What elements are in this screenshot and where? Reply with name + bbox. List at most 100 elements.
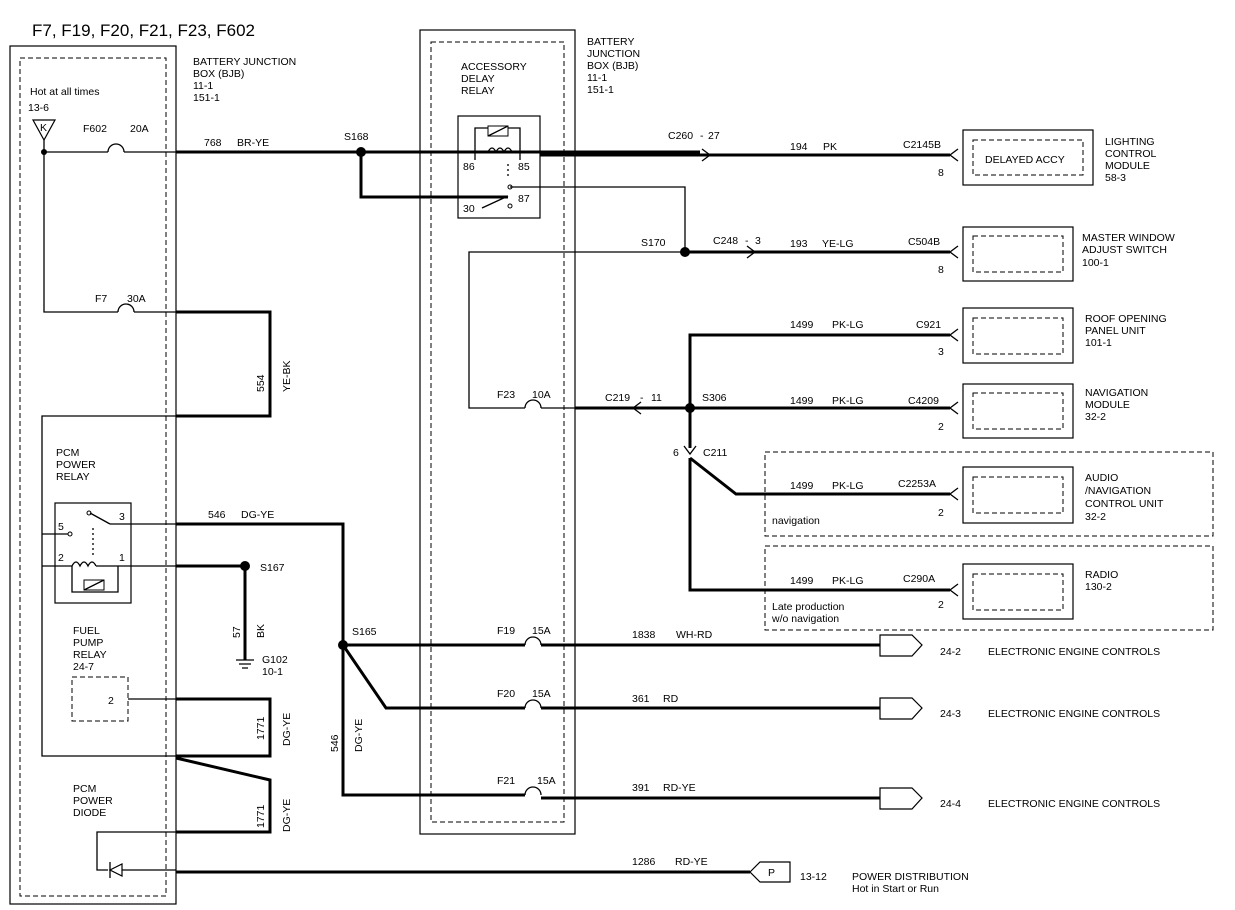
eec3-connector-icon (879, 787, 923, 810)
roof-name1: ROOF OPENING (1085, 313, 1167, 325)
pcm-relay-pin3: 3 (119, 511, 125, 523)
c921-connector-icon (948, 328, 959, 342)
bjb-right-name1: BATTERY (587, 36, 634, 48)
bjb-left-ref2: 151-1 (193, 92, 220, 104)
wire-1499-roof (688, 333, 950, 408)
roof-ref: 101-1 (1085, 337, 1112, 349)
eec1-ref: 24-2 (940, 646, 961, 658)
bjb-left-box (9, 45, 177, 905)
f21-fuse-icon (524, 786, 542, 796)
late-production-option-box (764, 545, 1214, 631)
wire-546 (176, 522, 345, 645)
wire-57-color: BK (255, 624, 267, 638)
f7-fuse-icon (117, 303, 135, 313)
wire-361-circuit: 361 (632, 693, 650, 705)
c248-pin: 3 (755, 235, 761, 247)
f7-amps: 30A (127, 293, 146, 305)
radio-ref: 130-2 (1085, 581, 1112, 593)
acc-relay-pin87: 87 (518, 193, 530, 205)
wire-to-f21 (341, 645, 525, 797)
c290a-label: C290A (903, 573, 935, 585)
wire-to-f20 (341, 644, 525, 710)
s167-splice (240, 561, 250, 571)
eec2-label: ELECTRONIC ENGINE CONTROLS (988, 708, 1160, 720)
wire-554 (176, 310, 272, 418)
wire-768-color: BR-YE (237, 137, 269, 149)
bjb-left-name2: BOX (BJB) (193, 68, 244, 80)
roof-opening-panel-unit (962, 307, 1074, 364)
wire-546b-color: DG-YE (353, 719, 365, 752)
wire-1771a-color: DG-YE (281, 713, 293, 746)
audio-navigation-control-unit (962, 466, 1074, 524)
ground-ref: 10-1 (262, 666, 283, 678)
s170-label: S170 (641, 237, 666, 249)
roof-pin: 3 (938, 346, 944, 358)
pcm-relay-feed (41, 415, 176, 757)
master-window-switch (962, 226, 1074, 282)
wire-194-circuit: 194 (790, 141, 808, 153)
radio-pin: 2 (938, 599, 944, 611)
c504b-connector-icon (948, 245, 959, 259)
f20-fuse-icon (524, 699, 542, 709)
f20-amps: 15A (532, 688, 551, 700)
c248-connector-icon (746, 245, 757, 259)
c248-dash: - (745, 235, 749, 247)
f19-fuse-icon (524, 636, 542, 646)
eec2-ref: 24-3 (940, 708, 961, 720)
lcm-name1: LIGHTING (1105, 136, 1155, 148)
c219-label: C219 (605, 392, 630, 404)
f19-amps: 15A (532, 625, 551, 637)
f20-name: F20 (497, 688, 515, 700)
wire-to-relay-30 (359, 152, 508, 199)
nav-ref: 32-2 (1085, 411, 1106, 423)
c260-dash: - (700, 130, 704, 142)
c260-label: C260 (668, 130, 693, 142)
acc-relay-line3: RELAY (461, 85, 495, 97)
c260-connector-icon (701, 148, 712, 162)
mws-name1: MASTER WINDOW (1082, 232, 1175, 244)
radio-name1: RADIO (1085, 569, 1118, 581)
c248-label: C248 (713, 235, 738, 247)
lcm-name2: CONTROL (1105, 148, 1156, 160)
nav-pin: 2 (938, 421, 944, 433)
fuel-relay-line1: FUEL (73, 625, 100, 637)
audio-ref: 32-2 (1085, 511, 1106, 523)
f602-name: F602 (83, 123, 107, 135)
c921-label: C921 (916, 319, 941, 331)
acc-relay-line2: DELAY (461, 73, 495, 85)
wire-554-circuit: 554 (255, 374, 267, 392)
c290a-connector-icon (948, 583, 959, 597)
c219-pin: 11 (651, 392, 662, 404)
pcm-relay-line2: POWER (56, 459, 96, 471)
wire-1499c-circuit: 1499 (790, 480, 814, 492)
lcm-name3: MODULE (1105, 160, 1150, 172)
c211-connector-icon (683, 445, 697, 456)
f23-amps: 10A (532, 389, 551, 401)
pcm-relay-line3: RELAY (56, 471, 90, 483)
fuel-relay-line2: PUMP (73, 637, 103, 649)
f19-name: F19 (497, 625, 515, 637)
nav-name1: NAVIGATION (1085, 387, 1148, 399)
wire-1286-circuit: 1286 (632, 856, 656, 868)
wire-546a-circuit: 546 (208, 509, 226, 521)
eec1-label: ELECTRONIC ENGINE CONTROLS (988, 646, 1160, 658)
c4209-connector-icon (948, 401, 959, 415)
power-dist-ref: 13-12 (800, 871, 827, 883)
option-late2: w/o navigation (771, 613, 839, 625)
radio-module (962, 563, 1074, 620)
wire-1499b-circuit: 1499 (790, 395, 814, 407)
audio-name1: AUDIO (1085, 472, 1118, 484)
eec2-connector-icon (879, 697, 923, 720)
lcm-ref: 58-3 (1105, 172, 1126, 184)
f23-fuse-icon (524, 399, 542, 409)
wire-1499d-circuit: 1499 (790, 575, 814, 587)
power-dist-connector-icon (749, 861, 791, 883)
f23-name: F23 (497, 389, 515, 401)
acc-relay-pin85: 85 (518, 161, 530, 173)
ground-name: G102 (262, 654, 288, 666)
wire-1499a-circuit: 1499 (790, 319, 814, 331)
c2253a-label: C2253A (898, 478, 936, 490)
bjb-right-name3: BOX (BJB) (587, 60, 638, 72)
audio-pin: 2 (938, 507, 944, 519)
f602-fuse-icon (107, 143, 125, 153)
